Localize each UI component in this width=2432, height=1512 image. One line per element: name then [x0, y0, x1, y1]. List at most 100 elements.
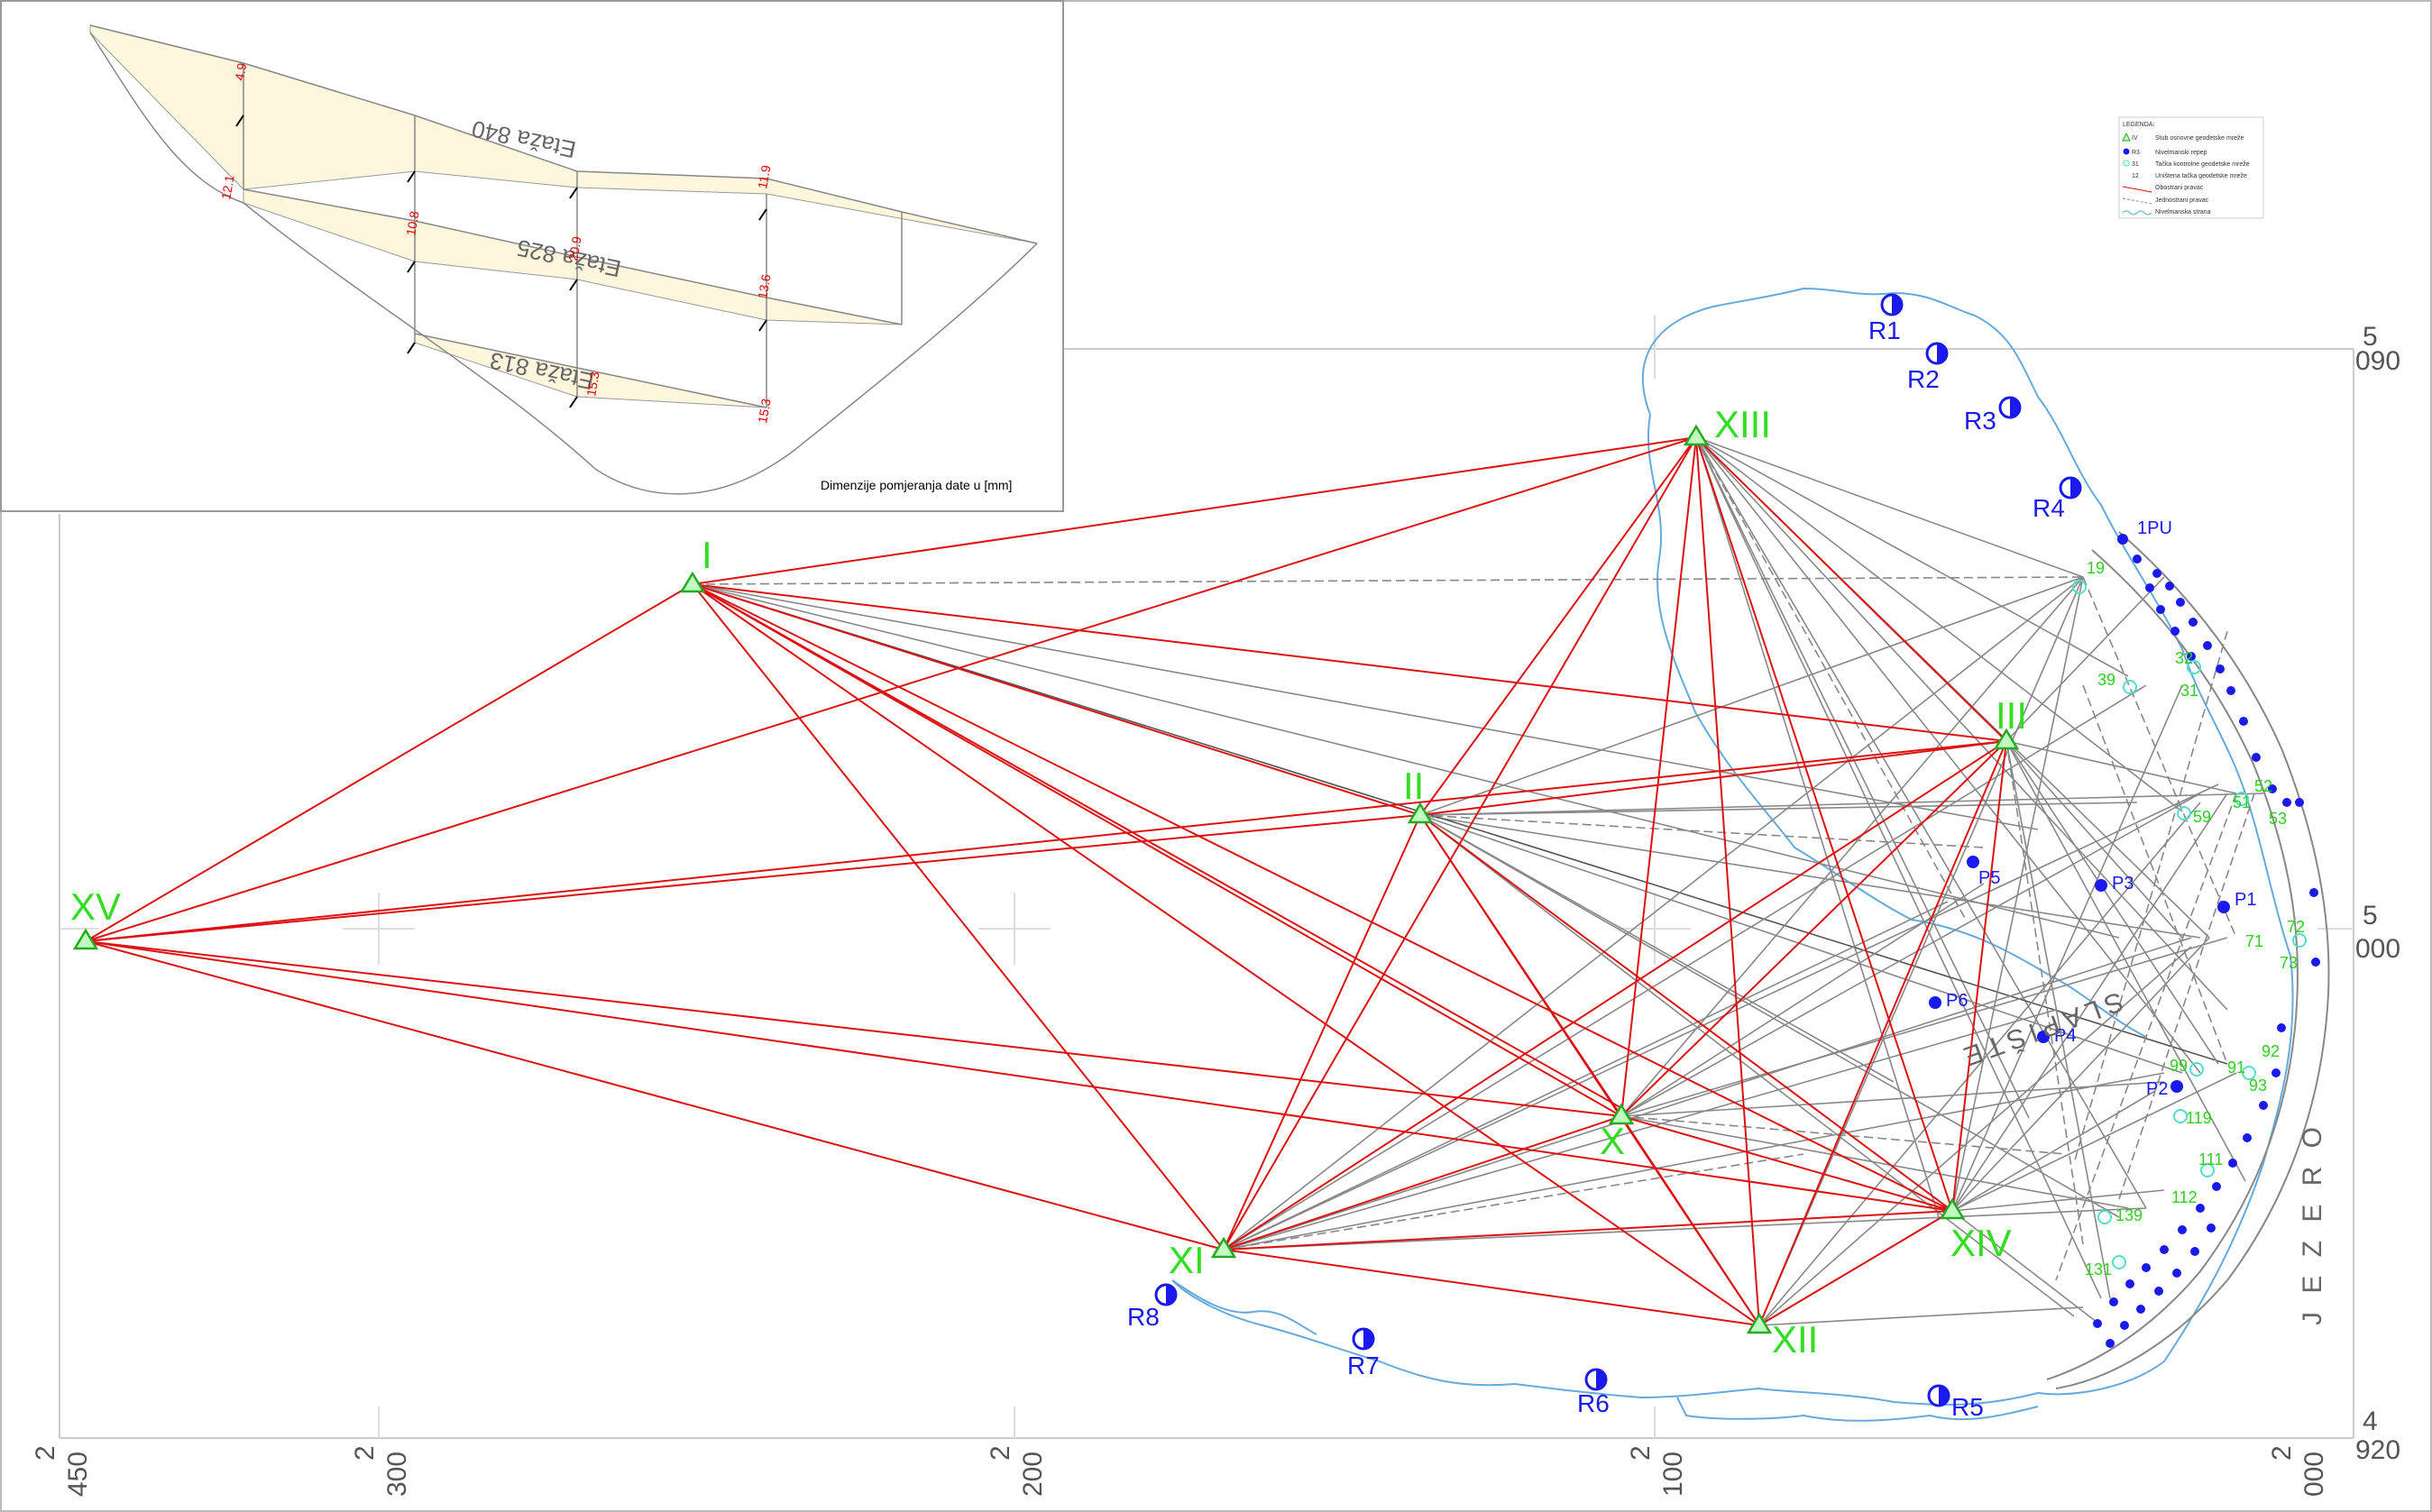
green-point-51: 51 — [2233, 793, 2251, 811]
green-points: 19 39 32 31 59 52 51 53 72 71 73 99 92 9… — [2072, 559, 2307, 1278]
control-point-P6: P6 — [1929, 991, 1968, 1011]
dam-outline — [2046, 531, 2330, 1389]
svg-text:11.9: 11.9 — [755, 164, 773, 190]
benchmark-R2: R2 — [1907, 342, 1949, 393]
svg-text:R3: R3 — [2132, 150, 2140, 156]
inset-caption: Dimenzije pomjeranja date u [mm] — [821, 478, 1012, 492]
control-point-P1: P1 — [2217, 890, 2256, 913]
green-point-39: 39 — [2097, 671, 2115, 689]
pillar-label-XII: XII — [1772, 1318, 1818, 1361]
svg-text:R6: R6 — [1577, 1389, 1610, 1417]
svg-text:1PU: 1PU — [2137, 518, 2172, 538]
axis-value-1: 450 — [63, 1452, 93, 1497]
svg-text:R3: R3 — [1964, 407, 1996, 435]
legend-item-destroyed: Uništena tačka geodetske mreže — [2155, 173, 2247, 179]
svg-text:R1: R1 — [1868, 316, 1901, 344]
dam-monitoring-points — [2093, 554, 2320, 1348]
svg-text:31: 31 — [2132, 161, 2139, 168]
pillar-marker-XV — [72, 928, 99, 950]
pillar-label-XI: XI — [1169, 1239, 1205, 1281]
control-point-P5: P5 — [1967, 856, 2000, 888]
green-point-32: 32 — [2175, 649, 2193, 667]
svg-text:P5: P5 — [1978, 868, 2000, 888]
right-value-1: 090 — [2355, 346, 2400, 376]
svg-text:12.1: 12.1 — [218, 174, 237, 201]
right-prefix-3: 4 — [2363, 1407, 2378, 1436]
green-point-71: 71 — [2245, 932, 2263, 950]
control-points: P1 P2 P3 P4 P5 P6 1PU — [1929, 518, 2256, 1099]
pillar-marker-XII — [1746, 1312, 1773, 1334]
green-point-99: 99 — [2170, 1057, 2188, 1075]
svg-text:R7: R7 — [1347, 1352, 1380, 1379]
axis-value-4: 100 — [1658, 1452, 1688, 1497]
svg-text:20.9: 20.9 — [565, 235, 584, 262]
legend-item-benchmark: Nivelmanski repер — [2155, 150, 2207, 156]
axis-prefix-1: 2 — [31, 1445, 60, 1461]
svg-text:IV: IV — [2132, 135, 2138, 142]
green-point-19: 19 — [2087, 559, 2105, 577]
benchmark-R4: R4 — [2033, 476, 2082, 522]
bottom-axis: 2 450 2 300 2 200 2 100 2 000 — [31, 1445, 2329, 1497]
benchmarks: R1 R2 R3 R4 R5 R6 R7 R8 — [1127, 293, 2082, 1421]
green-point-53: 53 — [2269, 810, 2287, 828]
svg-text:4.9: 4.9 — [232, 61, 249, 81]
legend-item-two-way: Obostrani pravac — [2155, 185, 2204, 191]
control-point-P2: P2 — [2146, 1079, 2183, 1099]
pillar-marker-XI — [1210, 1236, 1237, 1259]
axis-prefix-3: 2 — [986, 1445, 1015, 1461]
pillars — [72, 424, 2020, 1334]
pillar-label-XIII: XIII — [1714, 403, 1771, 445]
svg-text:P3: P3 — [2112, 874, 2134, 893]
control-point-P4: P4 — [2037, 1026, 2076, 1046]
inset-diagram: Etaža 840 Etaža 825 Etaža 813 12.1 10.8 … — [0, 0, 1064, 512]
svg-text:P1: P1 — [2235, 890, 2256, 910]
green-point-52: 52 — [2254, 777, 2272, 795]
right-value-3: 920 — [2355, 1435, 2400, 1465]
legend-item-pillar: Stub osnovne geodetske mreže — [2155, 135, 2244, 142]
benchmark-R5: R5 — [1927, 1384, 1984, 1421]
svg-text:R8: R8 — [1127, 1303, 1160, 1331]
svg-text:R2: R2 — [1907, 365, 1940, 393]
svg-text:P6: P6 — [1946, 991, 1968, 1011]
legend-title: LEGENDA: — [2123, 122, 2154, 128]
pillar-marker-XIV — [1939, 1197, 1966, 1220]
green-point-59: 59 — [2193, 808, 2211, 826]
svg-text:P2: P2 — [2146, 1079, 2168, 1099]
green-point-139: 139 — [2115, 1206, 2143, 1224]
leveling-lines — [1171, 287, 2294, 1422]
pillar-marker-X — [1608, 1103, 1635, 1125]
lake-label: J E Z E R O — [2298, 1122, 2327, 1325]
pillar-label-XV: XV — [70, 885, 121, 928]
legend: LEGENDA: IV Stub osnovne geodetske mreže… — [2118, 116, 2264, 219]
green-point-73: 73 — [2280, 954, 2298, 972]
svg-text:R4: R4 — [2033, 494, 2065, 522]
right-prefix-2: 5 — [2363, 901, 2378, 930]
legend-item-one-way: Jednostrani pravac — [2155, 197, 2209, 204]
pillar-marker-I — [679, 571, 706, 593]
green-point-112: 112 — [2171, 1188, 2198, 1206]
svg-text:12: 12 — [2132, 173, 2139, 179]
pillar-marker-III — [1993, 728, 2020, 750]
svg-text:15.3: 15.3 — [583, 371, 602, 398]
right-value-2: 000 — [2355, 934, 2400, 964]
pillar-label-III: III — [1996, 694, 2027, 737]
pillar-marker-II — [1407, 802, 1434, 824]
control-point-P3: P3 — [2095, 874, 2134, 893]
benchmark-R3: R3 — [1964, 396, 2022, 435]
pillar-labels: I II III X XI XII XIII XIV XV — [70, 403, 2027, 1361]
pillar-label-X: X — [1600, 1120, 1625, 1162]
svg-text:10.8: 10.8 — [403, 210, 422, 237]
svg-text:15.3: 15.3 — [755, 398, 774, 425]
legend-item-leveling: Nivelmanska strana — [2155, 209, 2211, 215]
legend-item-control: Tačka kontrolne geodetske mreže — [2155, 161, 2250, 168]
axis-prefix-5: 2 — [2267, 1445, 2297, 1461]
green-point-93: 93 — [2249, 1077, 2267, 1095]
green-point-119: 119 — [2186, 1109, 2212, 1127]
two-way-directions — [85, 436, 2007, 1326]
benchmark-R6: R6 — [1577, 1368, 1610, 1417]
axis-value-2: 300 — [382, 1452, 412, 1497]
green-point-72: 72 — [2287, 918, 2305, 936]
green-point-92: 92 — [2262, 1042, 2280, 1060]
